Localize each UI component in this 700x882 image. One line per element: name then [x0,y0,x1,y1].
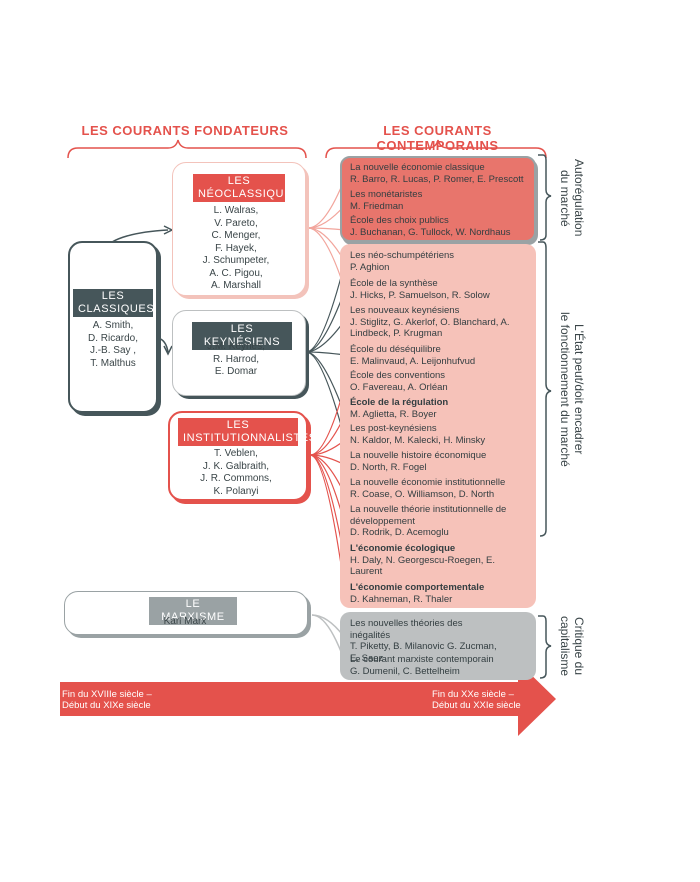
keynesiens-names: J.M. Keynes,R. Harrod,E. Domar [207,341,265,377]
institutionnalistes-names: T. Veblen,J. K. Galbraith,J. R. Commons,… [200,448,272,497]
timeline-arrow [60,662,556,736]
timeline-end-label: Fin du XXe siècle –Début du XXIe siècle [432,689,521,711]
panel-encadrement [340,244,536,608]
classiques-box [68,241,158,413]
panel-critique [340,612,536,680]
timeline-start-label: Fin du XVIIIe siècle –Début du XIXe sièc… [62,689,152,711]
neoclassiques-names: L. Walras,V. Pareto,C. Menger,F. Hayek,J… [202,205,270,291]
panel-autoregulation [340,156,536,242]
header-contemporains: LES COURANTS CONTEMPORAINS [376,123,499,153]
keynesiens-title: LES KEYNÉSIENS [192,322,292,350]
classiques-names: A. Smith,D. Ricardo,J.-B. Say ,T. Malthu… [87,320,138,369]
brace-autoregulation [538,154,552,241]
brace-encadrement [538,241,552,537]
brace-critique [538,615,552,679]
school-item: La nouvelle théorie institutionnelle de … [350,504,507,538]
header-fondateurs: LES COURANTS FONDATEURS [81,123,289,138]
marxisme-names: Karl Marx [163,616,207,627]
brace-contemporains [325,139,547,159]
marxisme-title: LE MARXISME [149,597,237,625]
brace-fondateurs [67,139,307,159]
